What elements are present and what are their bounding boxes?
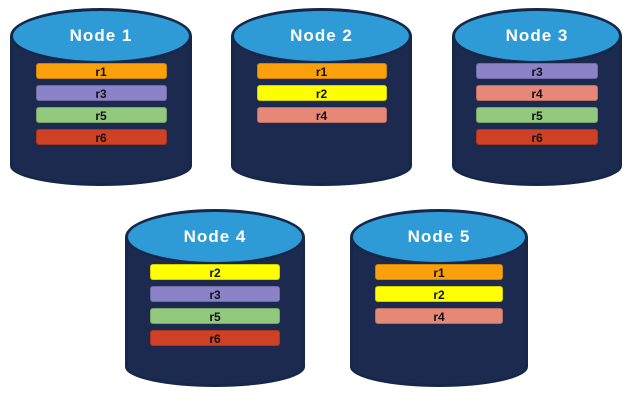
replica-bar[interactable]: r2	[256, 85, 387, 101]
cylinder-lid	[125, 209, 305, 265]
replica-bar[interactable]: r4	[256, 107, 387, 123]
cylinder-body	[350, 237, 528, 367]
replica-stack: r1 r3 r5 r6	[10, 63, 192, 145]
replica-bar[interactable]: r3	[150, 286, 280, 302]
replica-bar[interactable]: r6	[476, 129, 598, 145]
cylinder-lid	[350, 209, 528, 265]
cylinder-lid	[452, 8, 622, 64]
replica-stack: r2 r3 r5 r6	[125, 264, 305, 346]
replica-bar[interactable]: r1	[375, 264, 503, 280]
replica-bar[interactable]: r5	[35, 107, 167, 123]
replica-bar[interactable]: r6	[35, 129, 167, 145]
cylinder-lid	[10, 8, 192, 64]
replica-stack: r1 r2 r4	[350, 264, 528, 324]
replica-bar[interactable]: r4	[476, 85, 598, 101]
replica-bar[interactable]: r5	[150, 308, 280, 324]
replica-bar[interactable]: r2	[150, 264, 280, 280]
cylinder-lid	[231, 8, 412, 64]
replica-bar[interactable]: r3	[476, 63, 598, 79]
replica-stack: r3 r4 r5 r6	[452, 63, 622, 145]
replica-bar[interactable]: r4	[375, 308, 503, 324]
replica-bar[interactable]: r3	[35, 85, 167, 101]
replica-bar[interactable]: r6	[150, 330, 280, 346]
replica-bar[interactable]: r1	[256, 63, 387, 79]
replica-bar[interactable]: r5	[476, 107, 598, 123]
replica-bar[interactable]: r2	[375, 286, 503, 302]
replica-stack: r1 r2 r4	[231, 63, 412, 123]
replica-bar[interactable]: r1	[35, 63, 167, 79]
